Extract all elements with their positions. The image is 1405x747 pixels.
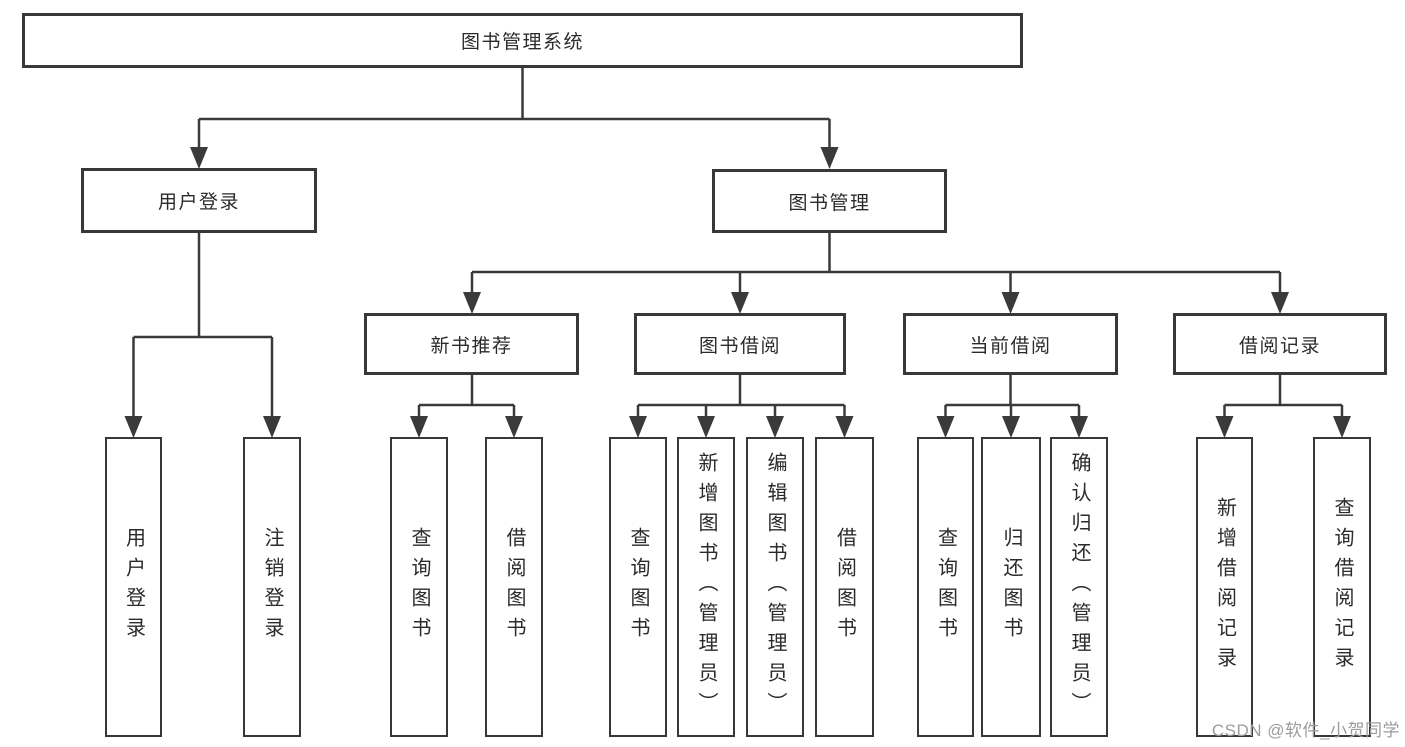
node-new-book-recommend: 新书推荐 (364, 313, 579, 375)
node-root-library-management-system: 图书管理系统 (22, 13, 1023, 68)
leaf-br-add-record-label: 新增借阅记录 (1213, 497, 1236, 677)
leaf-nbr-query-books-label: 查询图书 (408, 527, 430, 647)
leaf-user-login: 用户登录 (105, 437, 162, 737)
arrowheads (124, 147, 1351, 438)
leaf-br-query-record: 查询借阅记录 (1313, 437, 1371, 737)
leaf-cb-query-books-label: 查询图书 (934, 527, 957, 647)
leaf-nbr-query-books: 查询图书 (390, 437, 448, 737)
leaf-bb-borrow-books: 借阅图书 (815, 437, 874, 737)
node-current-borrow: 当前借阅 (903, 313, 1118, 375)
node-borrow-records: 借阅记录 (1173, 313, 1387, 375)
node-user-login-branch: 用户登录 (81, 168, 317, 233)
leaf-logout: 注销登录 (243, 437, 301, 737)
leaf-logout-label: 注销登录 (261, 527, 283, 647)
leaf-cb-return-books-label: 归还图书 (1000, 527, 1022, 647)
csdn-watermark: CSDN @软件_小贺同学 (1211, 721, 1400, 740)
leaf-bb-edit-books-admin: 编辑图书（管理员） (746, 437, 804, 737)
leaf-bb-edit-books-admin-label: 编辑图书（管理员） (764, 452, 786, 722)
node-book-management-branch: 图书管理 (712, 169, 947, 233)
leaf-cb-query-books: 查询图书 (917, 437, 974, 737)
leaf-bb-add-books-admin-label: 新增图书（管理员） (695, 452, 717, 722)
leaf-bb-borrow-books-label: 借阅图书 (833, 527, 856, 647)
node-book-borrow: 图书借阅 (634, 313, 846, 375)
leaf-cb-confirm-return-admin-label: 确认归还（管理员） (1068, 452, 1090, 722)
leaf-br-add-record: 新增借阅记录 (1196, 437, 1253, 737)
leaf-bb-query-books: 查询图书 (609, 437, 667, 737)
leaf-bb-add-books-admin: 新增图书（管理员） (677, 437, 735, 737)
leaf-user-login-label: 用户登录 (122, 527, 145, 647)
leaf-cb-confirm-return-admin: 确认归还（管理员） (1050, 437, 1108, 737)
leaf-nbr-borrow-books-label: 借阅图书 (503, 527, 525, 647)
leaf-cb-return-books: 归还图书 (981, 437, 1041, 737)
leaf-br-query-record-label: 查询借阅记录 (1331, 497, 1353, 677)
leaf-bb-query-books-label: 查询图书 (627, 527, 649, 647)
leaf-nbr-borrow-books: 借阅图书 (485, 437, 543, 737)
